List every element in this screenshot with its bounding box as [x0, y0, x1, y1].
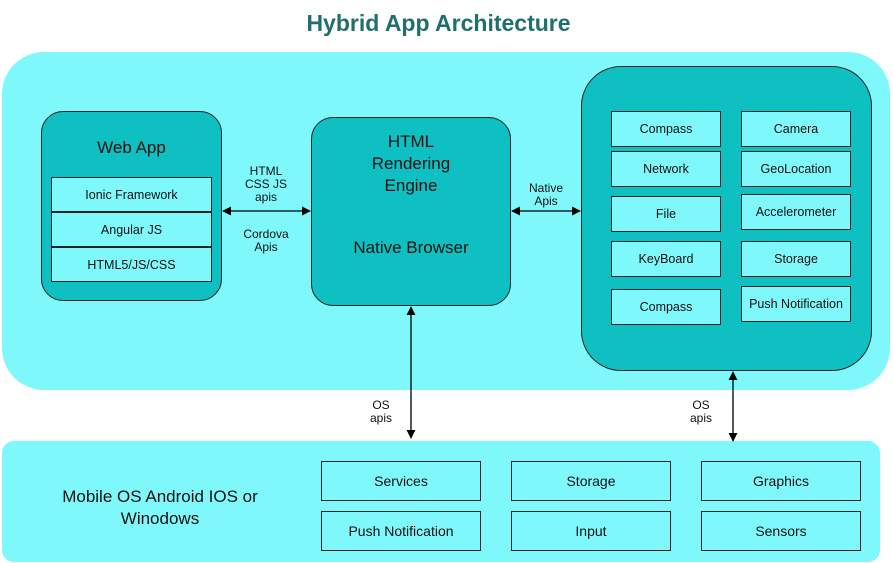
connector-label-line: HTML — [249, 164, 283, 178]
web-engine-label-top: HTML CSS JS apis — [236, 165, 296, 204]
diagram-title: Hybrid App Architecture — [306, 10, 571, 36]
native-api-network: Network — [611, 151, 721, 187]
os-service-services: Services — [321, 461, 481, 501]
native-os-label: OS apis — [676, 399, 726, 425]
web-app-title: Web App — [97, 138, 166, 157]
web-engine-label-bottom: Cordova Apis — [236, 228, 296, 254]
native-api-geolocation: GeoLocation — [741, 151, 851, 187]
native-api-push-notification: Push Notification — [741, 286, 851, 322]
os-service-sensors: Sensors — [701, 511, 861, 551]
engine-title-line: Rendering — [371, 154, 451, 173]
web-layer-ionic: Ionic Framework — [51, 177, 212, 212]
web-layer-html5: HTML5/JS/CSS — [51, 247, 212, 282]
os-service-graphics: Graphics — [701, 461, 861, 501]
mobile-os-label-line: Mobile OS Android IOS or — [62, 487, 258, 506]
connector-label-line: CSS JS — [244, 177, 287, 191]
connector-label-line: Apis — [534, 194, 558, 208]
native-api-compass-2: Compass — [611, 289, 721, 325]
engine-title-line: Engine — [384, 176, 438, 195]
native-api-accelerometer: Accelerometer — [741, 194, 851, 230]
os-service-storage: Storage — [511, 461, 671, 501]
native-api-storage: Storage — [741, 241, 851, 277]
connector-label-line: Apis — [254, 240, 278, 254]
connector-label-line: Native — [528, 181, 563, 195]
native-api-file: File — [611, 196, 721, 232]
mobile-os-label: Mobile OS Android IOS or Winodows — [10, 486, 310, 530]
engine-native-label: Native Apis — [516, 182, 576, 208]
connector-label-line: apis — [369, 411, 392, 425]
engine-title-line: HTML — [387, 132, 435, 151]
os-service-push-notification: Push Notification — [321, 511, 481, 551]
mobile-os-label-line: Winodows — [120, 509, 200, 528]
native-api-camera: Camera — [741, 111, 851, 147]
engine-os-label: OS apis — [356, 399, 406, 425]
connector-label-line: Cordova — [243, 227, 289, 241]
os-service-input: Input — [511, 511, 671, 551]
connector-label-line: OS — [692, 398, 710, 412]
engine-subtitle: Native Browser — [353, 238, 469, 257]
connector-label-line: apis — [689, 411, 712, 425]
native-api-compass: Compass — [611, 111, 721, 147]
connector-label-line: OS — [372, 398, 390, 412]
rendering-engine-box — [311, 117, 511, 306]
native-api-keyboard: KeyBoard — [611, 241, 721, 277]
engine-title: HTML Rendering Engine — [311, 131, 511, 197]
web-layer-angular: Angular JS — [51, 212, 212, 247]
connector-label-line: apis — [254, 190, 277, 204]
